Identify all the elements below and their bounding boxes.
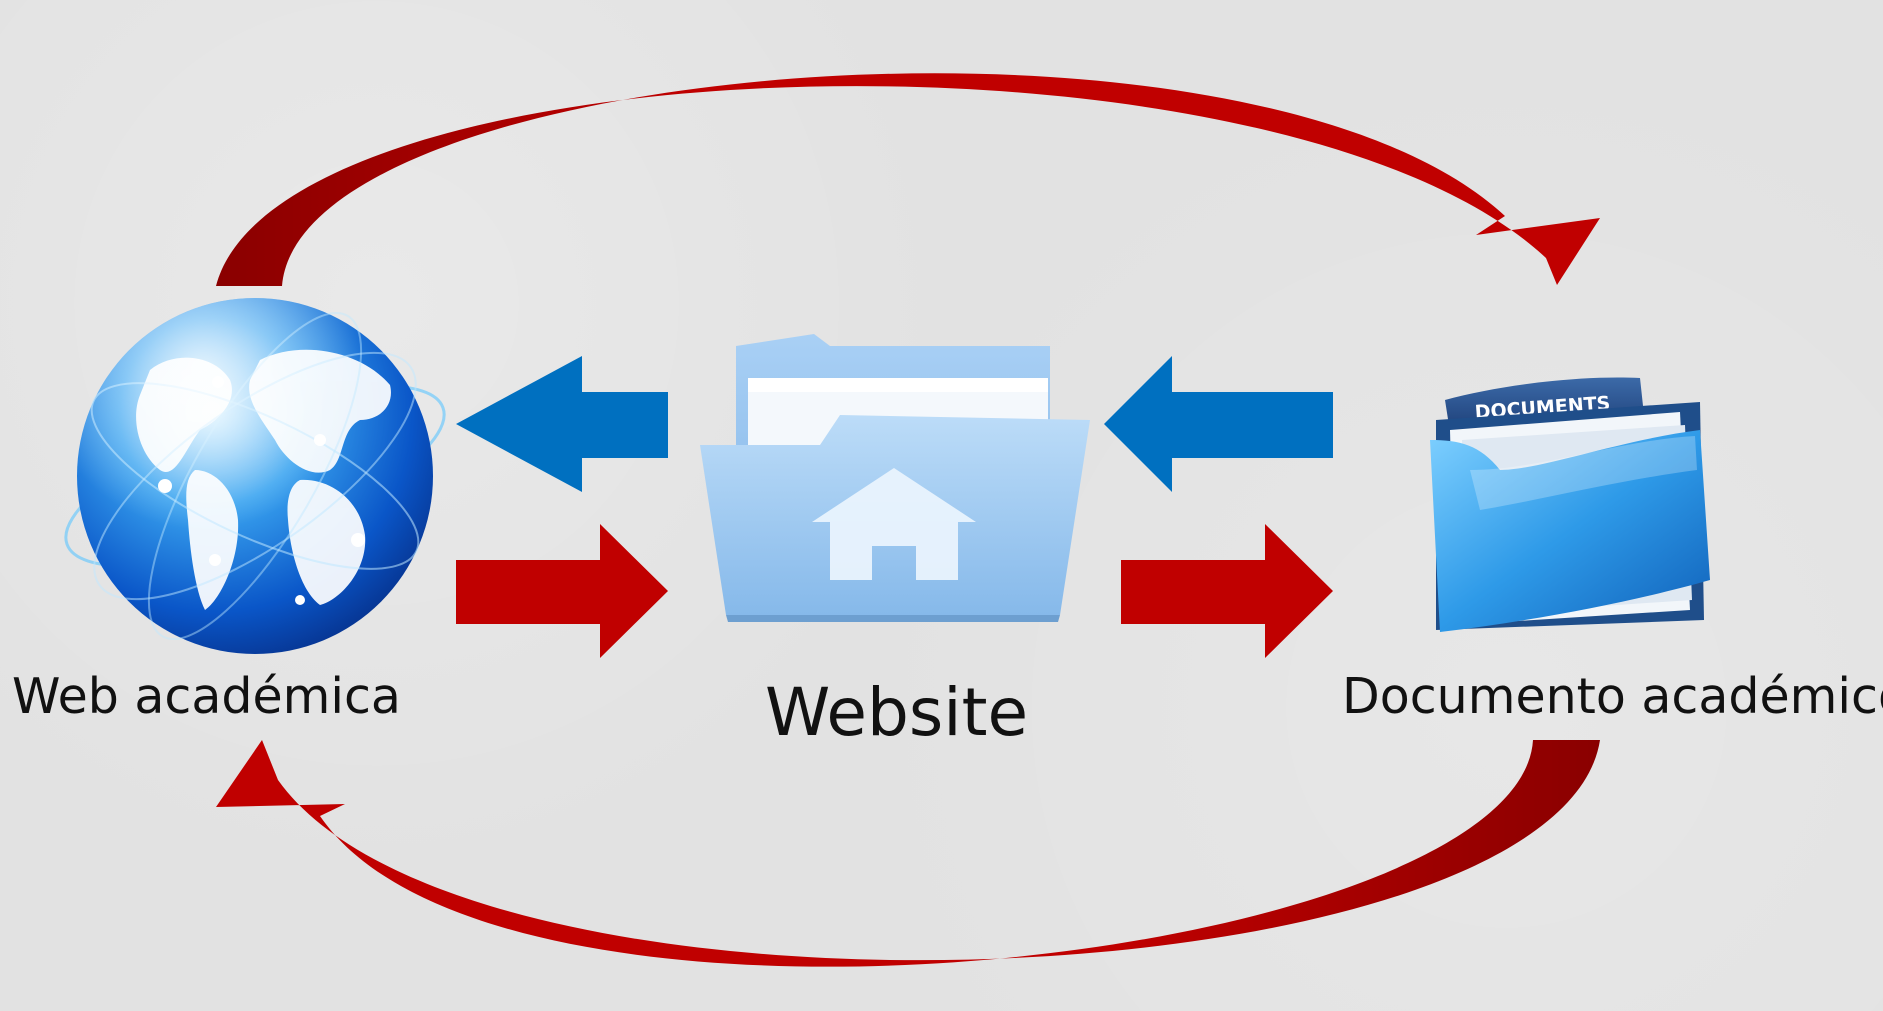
- node-label-web-academica: Web académica: [12, 668, 401, 725]
- red-arrow-right-2: [1121, 524, 1333, 658]
- globe-icon: [64, 298, 446, 654]
- blue-arrow-left-1: [456, 356, 668, 492]
- blue-arrow-left-2: [1104, 356, 1333, 492]
- node-label-documento-academico: Documento académico: [1342, 668, 1883, 725]
- top-curved-arrow: [216, 73, 1600, 286]
- red-arrow-right-1: [456, 524, 668, 658]
- home-folder-icon: [700, 334, 1090, 622]
- node-label-website: Website: [765, 674, 1029, 751]
- bottom-curved-arrow: [216, 740, 1600, 967]
- documents-folder-icon: DOCUMENTS: [1430, 377, 1710, 632]
